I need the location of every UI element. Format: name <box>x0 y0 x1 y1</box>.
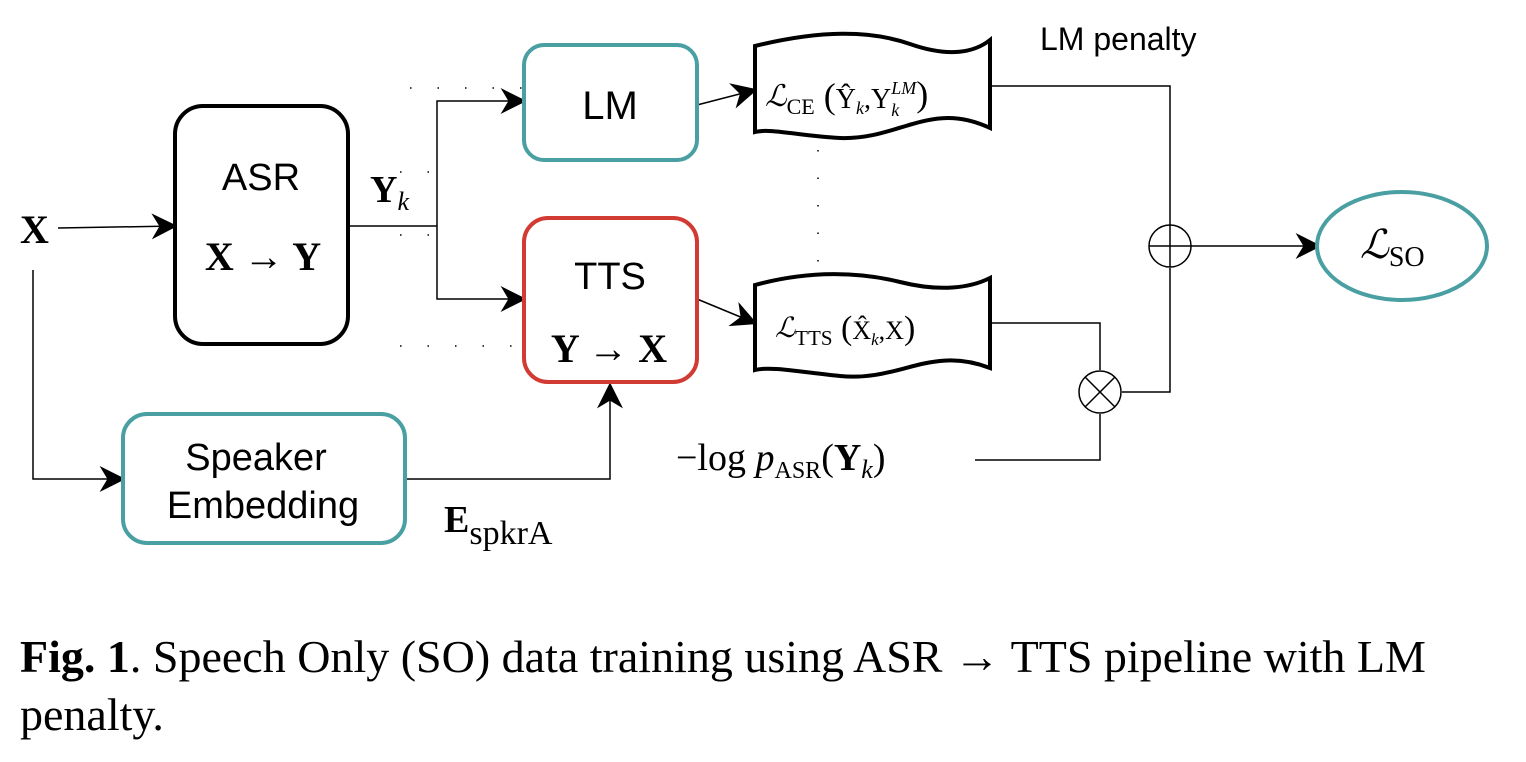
lm-block: LM <box>522 43 699 162</box>
x-to-asr-arrow <box>57 213 178 240</box>
speaker-line2: Embedding <box>167 485 359 527</box>
lm-title: LM <box>582 84 638 128</box>
neg-log-p-asr-label: −log pASR(Yk) <box>676 437 886 484</box>
tts-block: TTS Y → X <box>522 216 699 384</box>
tts-title: TTS <box>574 256 646 298</box>
speaker-embedding-block: Speaker Embedding <box>121 412 407 545</box>
yk-to-tts-arrow <box>436 226 527 312</box>
times-operator <box>1078 370 1122 414</box>
connectors <box>32 83 1322 492</box>
neglog-to-times-line <box>975 414 1101 461</box>
tts-mapping: Y → X <box>551 326 667 371</box>
x-to-speaker-arrow <box>32 270 126 492</box>
input-x-label: X <box>20 207 49 252</box>
figure-caption: Fig. 1. Speech Only (SO) data training u… <box>20 628 1510 744</box>
caption-text: . Speech Only (SO) data training using A… <box>20 631 1426 740</box>
plus-operator <box>1148 224 1192 268</box>
ce-loss-formula: ℒCE (Ŷk,YkLM) <box>765 74 928 120</box>
so-loss-block: ℒSO <box>1315 190 1489 302</box>
asr-block: ASR X → Y <box>173 104 350 346</box>
pipeline-diagram: ASR X → Y LM TTS Y → X Speaker Embedding… <box>20 21 1489 552</box>
caption-label: Fig. 1 <box>20 631 130 682</box>
tts-loss-block: ℒTTS (X̂k,X) <box>753 272 992 379</box>
asr-mapping: X → Y <box>205 234 321 279</box>
lm-to-ce-arrow <box>696 83 758 109</box>
yk-to-lm-arrow <box>436 88 527 226</box>
ce-to-plus-line <box>992 85 1171 226</box>
asr-title: ASR <box>222 157 300 199</box>
speaker-line1: Speaker <box>185 437 327 479</box>
so-loss-formula: ℒSO <box>1360 222 1425 273</box>
tts-loss-formula: ℒTTS (X̂k,X) <box>775 310 915 350</box>
ttsloss-to-times-line <box>992 322 1101 370</box>
yk-label: Yk <box>370 169 409 216</box>
speaker-to-tts-arrow <box>405 382 623 480</box>
ce-loss-block: ℒCE (Ŷk,YkLM) <box>753 31 992 141</box>
times-to-plus-line <box>1122 268 1171 393</box>
lm-penalty-label: LM penalty <box>1040 21 1197 57</box>
tts-to-ttsloss-arrow <box>696 298 758 327</box>
espkr-label: EspkrA <box>444 499 553 552</box>
